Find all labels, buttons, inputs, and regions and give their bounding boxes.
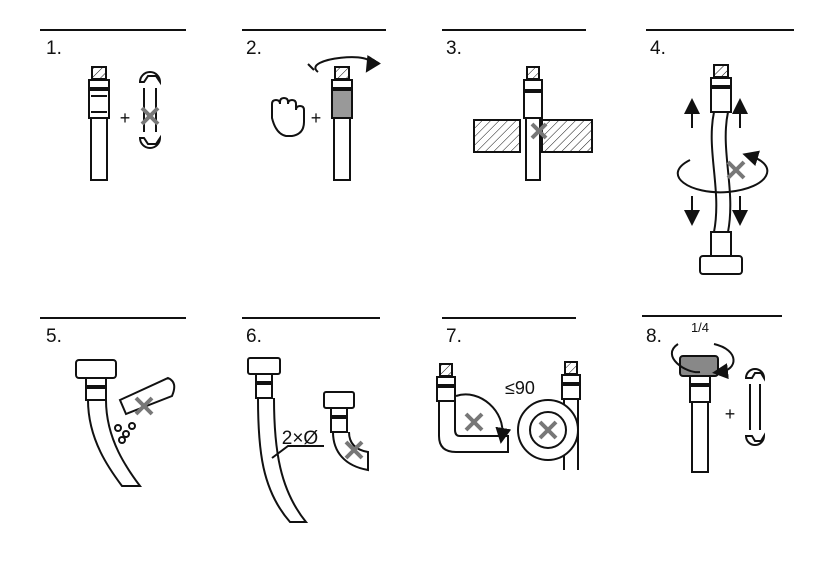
oil-can-icon [118,376,176,416]
step-2-illustration [242,29,386,181]
quarter-turn-label: 1/4 [691,320,709,335]
hand-icon [271,96,305,137]
step-number: 4. [650,38,666,59]
wrench-icon [138,71,162,86]
step-number: 2. [246,38,262,59]
step-1-illustration [40,29,186,181]
plus-sign: + [725,404,736,424]
plus-sign: + [120,108,131,128]
step-number: 8. [646,326,662,347]
nut [88,79,110,89]
wall-left [473,119,521,153]
step-number: 1. [46,38,62,59]
max-angle-label: ≤90 [505,378,535,398]
wrench-icon [744,368,766,382]
prohibited-cross-icon [464,412,558,440]
prohibited-cross-icon [726,160,746,180]
step-5-illustration [40,317,186,487]
step-number: 7. [446,326,462,347]
prohibited-cross-icon [134,396,154,416]
step-6-illustration [242,317,380,523]
wall-right [541,119,593,153]
thread [91,66,107,80]
prohibited-cross-icon [344,440,364,460]
rotate-arrow-icon [314,54,382,73]
hose [90,117,108,181]
step-number: 3. [446,38,462,59]
hose-fitting [88,89,110,119]
plus-sign: + [311,108,322,128]
prohibited-cross-icon [530,122,548,140]
double-diameter-label: 2×Ø [282,428,319,449]
prohibited-cross-icon [140,106,160,126]
step-number: 6. [246,326,262,347]
step-3-illustration [442,29,593,181]
step-8-illustration [642,315,782,473]
step-number: 5. [46,326,62,347]
step-4-illustration [646,29,794,275]
